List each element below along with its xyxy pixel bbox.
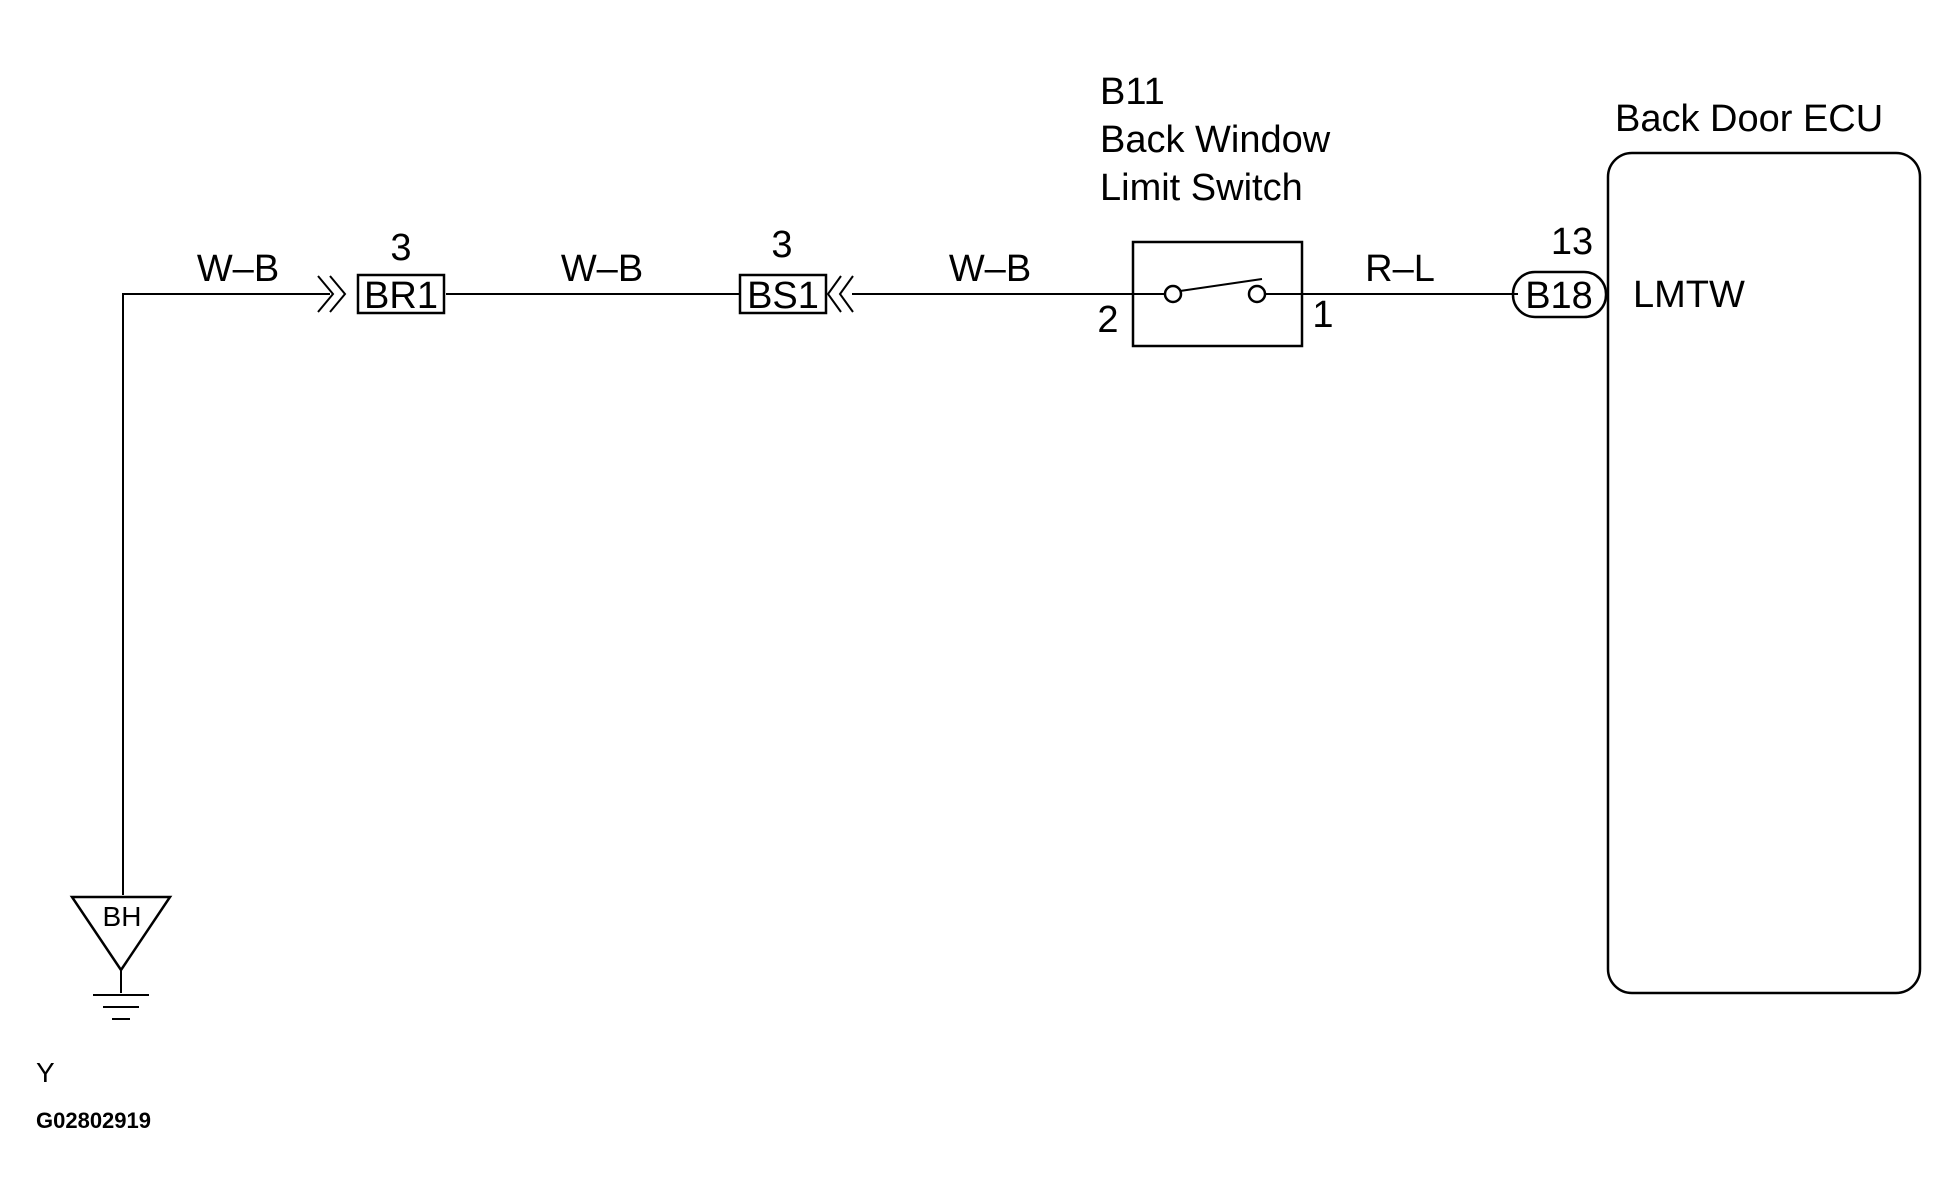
connector-name: BR1 bbox=[364, 275, 438, 317]
ground-label: BH bbox=[103, 901, 142, 932]
switch-pin-left: 2 bbox=[1097, 299, 1118, 341]
wire-color-label: R–L bbox=[1365, 248, 1435, 290]
switch-contact-icon bbox=[1163, 284, 1183, 304]
connector-pin-number: 3 bbox=[390, 227, 411, 269]
switch-contact-icon bbox=[1247, 284, 1267, 304]
switch-lever-icon bbox=[1179, 278, 1263, 292]
switch-code: B11 bbox=[1100, 71, 1165, 113]
plug-chevron-icon bbox=[317, 275, 347, 313]
wire-ground-to-br1 bbox=[122, 293, 330, 895]
back-window-limit-switch: B11 Back Window Limit Switch 2 1 bbox=[1097, 71, 1334, 348]
ecu-title: Back Door ECU bbox=[1615, 98, 1883, 140]
connector-box bbox=[738, 273, 828, 315]
connector-pin-number: 3 bbox=[771, 224, 792, 266]
switch-name-line-2: Limit Switch bbox=[1100, 167, 1303, 209]
corner-label: Y bbox=[36, 1057, 55, 1088]
connector-name: B18 bbox=[1525, 275, 1593, 317]
connector-oval bbox=[1511, 270, 1608, 319]
connector-name: BS1 bbox=[747, 275, 819, 317]
wire-color-label: W–B bbox=[949, 248, 1031, 290]
plug-chevron-icon bbox=[826, 275, 854, 313]
ground-bh: BH bbox=[69, 895, 173, 1020]
connector-bs1: BS1 3 bbox=[738, 224, 854, 317]
connector-pin-number: 13 bbox=[1551, 221, 1593, 263]
connector-br1: BR1 3 bbox=[317, 227, 446, 317]
wire-color-label: W–B bbox=[197, 248, 279, 290]
switch-pin-right: 1 bbox=[1312, 294, 1333, 336]
connector-b18: 13 B18 bbox=[1511, 221, 1608, 319]
back-door-ecu: Back Door ECU LMTW bbox=[1606, 98, 1922, 995]
ecu-box bbox=[1606, 151, 1922, 995]
connector-box bbox=[356, 273, 446, 315]
switch-name-line-1: Back Window bbox=[1100, 119, 1331, 161]
wire-color-label: W–B bbox=[561, 248, 643, 290]
ecu-terminal-label: LMTW bbox=[1633, 274, 1745, 316]
ground-triangle-icon bbox=[69, 895, 173, 973]
figure-id: G02802919 bbox=[36, 1108, 151, 1133]
